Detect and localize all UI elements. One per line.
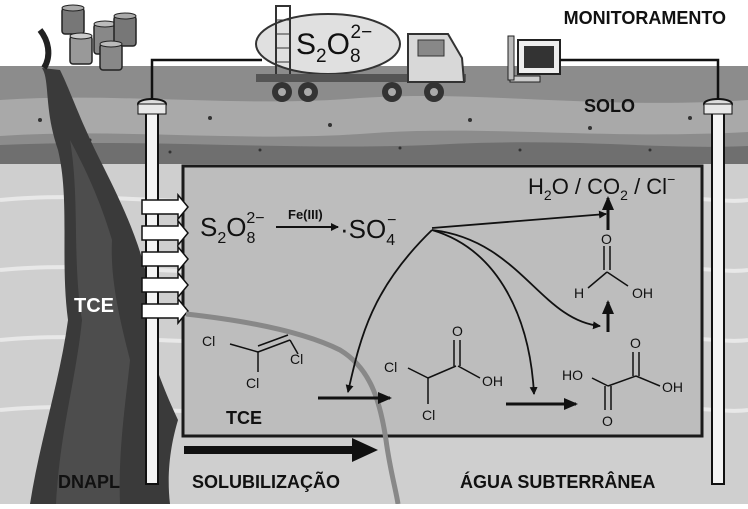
injection-well bbox=[137, 98, 167, 485]
tanker-truck bbox=[255, 5, 466, 102]
dca-oh: OH bbox=[482, 373, 503, 389]
oxalic-o-1: O bbox=[630, 335, 641, 351]
soil-band bbox=[0, 96, 748, 137]
oxalic-o-2: O bbox=[602, 413, 613, 429]
monitoring-label: MONITORAMENTO bbox=[564, 8, 726, 28]
tce-molecule-label: TCE bbox=[226, 408, 262, 428]
catalyst-label: Fe(III) bbox=[288, 207, 323, 222]
injection-arrows bbox=[141, 192, 189, 326]
final-products: H2O / CO2 / Cl− bbox=[528, 171, 675, 203]
tce-cl-1: Cl bbox=[202, 333, 215, 349]
oxalic-acid bbox=[591, 352, 661, 410]
reaction-reactant: S2O82− bbox=[200, 210, 265, 247]
solubilization-shaft bbox=[184, 446, 354, 454]
plume-core bbox=[56, 140, 130, 504]
dca-cl-1: Cl bbox=[384, 359, 397, 375]
piping bbox=[150, 58, 720, 100]
soil-label: SOLO bbox=[584, 96, 635, 116]
tce-cl-3: Cl bbox=[246, 375, 259, 391]
groundwater-label: ÁGUA SUBTERRÂNEA bbox=[460, 471, 655, 492]
formic-o: O bbox=[601, 231, 612, 247]
dichloroacetic-acid bbox=[407, 340, 481, 404]
oxalic-ho: HO bbox=[562, 367, 583, 383]
formic-oh: OH bbox=[632, 285, 653, 301]
formic-acid bbox=[587, 246, 629, 289]
dnapl-label: DNAPL bbox=[58, 472, 120, 492]
reaction-product: ·SO4− bbox=[340, 212, 397, 249]
solubilization-arrowhead bbox=[352, 438, 378, 462]
tank-formula: S2O82− bbox=[296, 22, 372, 67]
dissolved-tce-path bbox=[185, 311, 401, 505]
solubilization-label: SOLUBILIZAÇÃO bbox=[192, 471, 340, 492]
formic-h: H bbox=[574, 285, 584, 301]
radical-pathways bbox=[345, 210, 607, 395]
monitoring-well bbox=[703, 98, 733, 485]
treatment-zone bbox=[181, 164, 704, 438]
dca-o: O bbox=[452, 323, 463, 339]
soil-band-dark bbox=[0, 142, 748, 164]
plume-label: TCE bbox=[74, 295, 114, 317]
dca-cl-2: Cl bbox=[422, 407, 435, 423]
tce-molecule bbox=[229, 334, 299, 372]
monitor-icon bbox=[507, 35, 561, 83]
tce-cl-2: Cl bbox=[290, 351, 303, 367]
waste-drums bbox=[37, 4, 137, 71]
oxalic-oh: OH bbox=[662, 379, 683, 395]
